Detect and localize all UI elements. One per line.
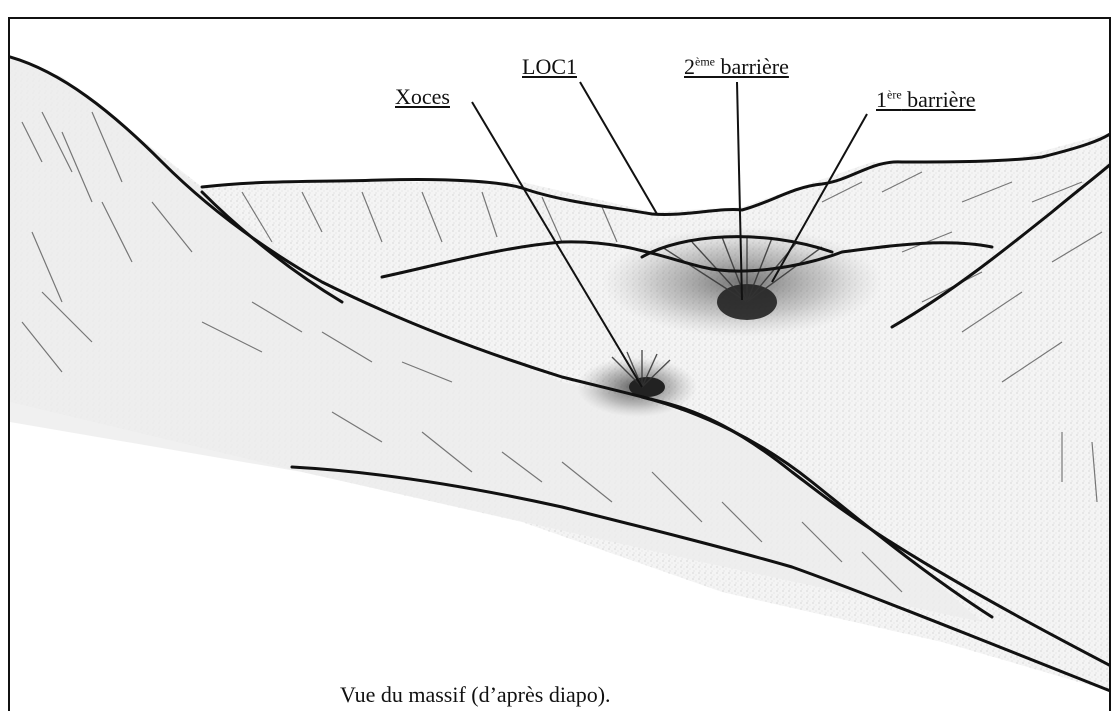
label-xoces: Xoces	[395, 84, 450, 110]
barrier1-word: barrière	[902, 87, 976, 112]
barrier2-sup: ème	[695, 55, 715, 69]
massif-sketch	[10, 19, 1111, 711]
barrier1-sup: ère	[887, 88, 902, 102]
label-barrier2: 2ème barrière	[684, 54, 789, 80]
leader-loc1	[580, 82, 657, 214]
figure-frame: Xoces LOC1 2ème barrière 1ère barrière	[8, 17, 1111, 711]
figure-caption: Vue du massif (d’après diapo).	[340, 682, 611, 708]
barrier2-number: 2	[684, 54, 695, 79]
label-barrier1: 1ère barrière	[876, 87, 976, 113]
barrier1-number: 1	[876, 87, 887, 112]
label-loc1: LOC1	[522, 54, 577, 80]
barrier2-word: barrière	[715, 54, 789, 79]
